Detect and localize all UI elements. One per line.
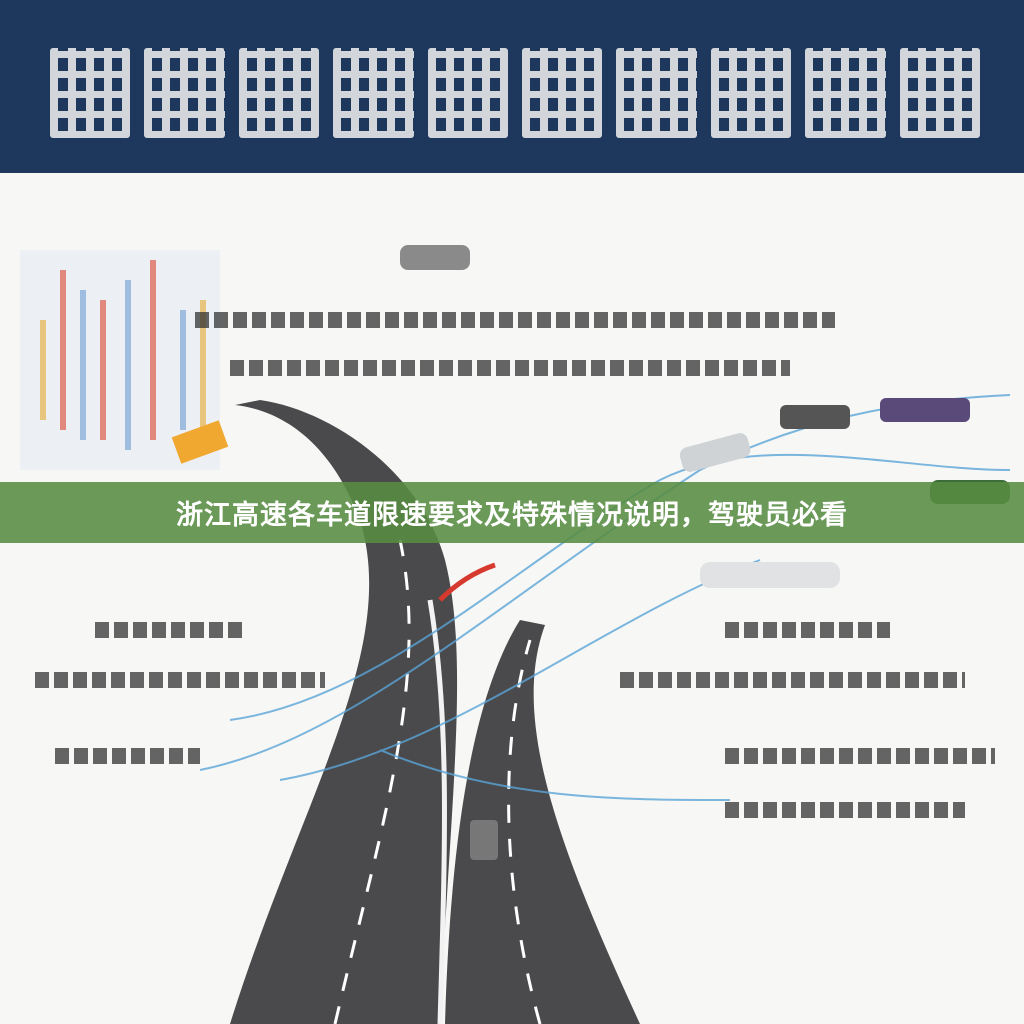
header-illegible-lettering — [50, 48, 981, 138]
city-buildings — [20, 250, 220, 470]
flow-lines — [199, 394, 1011, 801]
header-bar — [0, 0, 1024, 173]
title-banner: 浙江高速各车道限速要求及特殊情况说明，驾驶员必看 — [0, 482, 1024, 543]
banner-title: 浙江高速各车道限速要求及特殊情况说明，驾驶员必看 — [176, 500, 848, 531]
highway-illustration — [20, 245, 1011, 1024]
road — [230, 400, 640, 1024]
sign-marker — [171, 420, 229, 464]
vehicles — [400, 245, 1010, 860]
red-arrow — [438, 562, 496, 602]
